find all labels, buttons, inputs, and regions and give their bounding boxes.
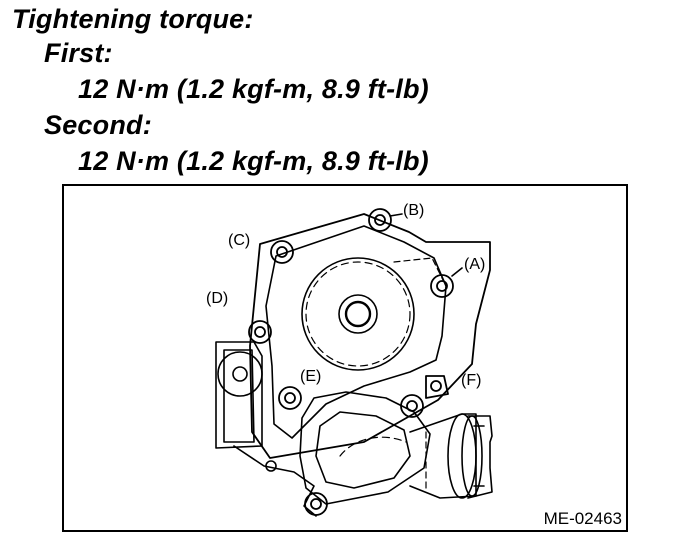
figure-id: ME-02463 xyxy=(543,509,622,528)
leader-a xyxy=(451,267,463,277)
callout-a: (A) xyxy=(464,256,486,273)
callout-f: (F) xyxy=(461,372,482,389)
callout-c: (C) xyxy=(228,232,251,249)
torque-title: Tightening torque: xyxy=(12,4,254,34)
water-pump-figure: (A) (B) (C) (D) (E) (F) ME-02463 xyxy=(62,184,628,532)
second-step-value: 12 N·m (1.2 kgf-m, 8.9 ft-lb) xyxy=(78,146,429,176)
bolt-f xyxy=(425,375,449,399)
bolt-g xyxy=(400,394,424,418)
gasket-outline xyxy=(249,213,491,459)
bolt-c xyxy=(270,240,294,264)
bolt-b xyxy=(368,208,392,232)
left-flange xyxy=(215,341,263,449)
outlet-housing xyxy=(299,391,431,505)
pulley-outer xyxy=(301,257,415,371)
pump-body xyxy=(265,225,447,439)
bolt-e xyxy=(278,386,302,410)
water-pump-drawing xyxy=(215,208,493,517)
left-boss xyxy=(217,351,263,397)
callout-d: (D) xyxy=(206,290,229,307)
hub-outer xyxy=(338,294,378,334)
outlet-pipe xyxy=(409,413,477,499)
bolt-a xyxy=(430,274,454,298)
first-step-label: First: xyxy=(44,38,113,68)
callout-b: (B) xyxy=(403,202,425,219)
bolt-d xyxy=(248,320,272,344)
callout-e: (E) xyxy=(300,368,322,385)
bolt-h xyxy=(304,492,328,516)
first-step-value: 12 N·m (1.2 kgf-m, 8.9 ft-lb) xyxy=(78,74,429,104)
leader-b xyxy=(389,213,403,217)
second-step-label: Second: xyxy=(44,110,152,140)
